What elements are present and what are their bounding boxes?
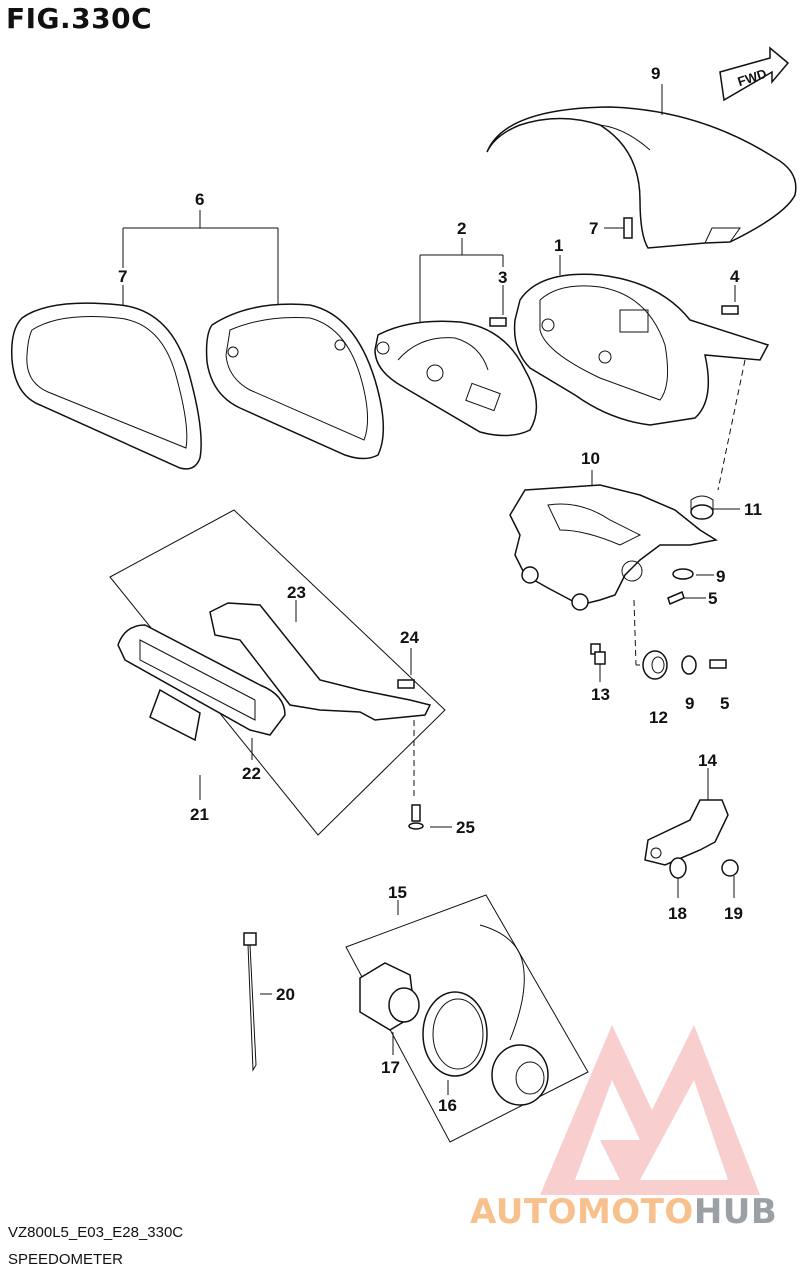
callout-16: 15 (388, 883, 407, 902)
callout-26: 25 (456, 818, 475, 837)
callout-2: 2 (457, 219, 466, 238)
callout-9-upper: 9 (716, 567, 725, 586)
callout-19: 18 (668, 904, 687, 923)
callout-5-upper: 5 (708, 589, 717, 608)
callout-15: 14 (698, 751, 717, 770)
callout-24: 23 (287, 583, 306, 602)
watermark-text-accent: AUTOMOTO (470, 1192, 694, 1232)
part-13-grommet (642, 650, 668, 680)
part-12-grommet (690, 495, 714, 520)
watermark-text-gray: HUB (693, 1192, 778, 1232)
part-1-housing (513, 273, 770, 426)
part-2-meter (374, 320, 538, 437)
callout-5-lower: 5 (720, 694, 729, 713)
part-7-lens (10, 302, 202, 470)
part-14-bolt (590, 643, 606, 665)
part-21-tie (243, 932, 257, 1072)
part-18-gear (359, 962, 420, 1031)
figure-title: FIG.330C (6, 2, 153, 35)
callout-7: 7 (118, 267, 127, 286)
part-26-screw (408, 804, 424, 830)
watermark-logo (540, 1025, 760, 1195)
callout-14: 13 (591, 685, 610, 704)
callout-labels: 9 7 6 7 2 3 1 4 10 11 9 5 13 12 9 5 14 1… (118, 64, 762, 1115)
part-8-screw (623, 217, 633, 239)
section-name: SPEEDOMETER (8, 1251, 124, 1268)
callout-13: 12 (649, 708, 668, 727)
callout-22: 21 (190, 805, 209, 824)
callout-3: 3 (498, 268, 507, 287)
callout-20: 19 (724, 904, 743, 923)
callout-12: 11 (744, 500, 762, 519)
part-6-case (205, 303, 385, 460)
part-11-bracket (509, 484, 719, 611)
part-17-seal (422, 991, 488, 1077)
part-9-washer-upper (672, 568, 694, 580)
part-20-clamp (721, 859, 739, 877)
fwd-arrow: FWD (719, 46, 790, 102)
part-23-display (117, 624, 286, 742)
part-16-sensor (479, 924, 549, 1106)
callout-21: 20 (276, 985, 295, 1004)
part-10-cover (486, 106, 797, 249)
callout-25: 24 (400, 628, 419, 647)
watermark-text: AUTOMOTOHUB (470, 1192, 777, 1232)
part-25-screw (397, 679, 415, 689)
part-3-screw (489, 317, 507, 327)
part-24-bracket (209, 602, 432, 721)
callout-11: 10 (581, 449, 600, 468)
figure-code: VZ800L5_E03_E28_330C (8, 1224, 184, 1241)
callout-10: 9 (651, 64, 660, 83)
callout-8: 7 (589, 219, 598, 238)
part-15-bracket (644, 799, 729, 866)
callout-1: 1 (554, 236, 563, 255)
callout-23: 22 (242, 764, 261, 783)
part-9-washer-lower (681, 655, 697, 675)
part-5-screw-lower (709, 659, 727, 669)
part-5-screw-upper (667, 590, 685, 606)
callout-6: 6 (195, 190, 204, 209)
callout-17: 16 (438, 1096, 457, 1115)
group-16-box (345, 894, 589, 1143)
part-4-screw (721, 305, 739, 315)
leader-lines (122, 84, 746, 1095)
group-22-box (109, 509, 446, 836)
callout-4: 4 (730, 267, 740, 286)
callout-18: 17 (381, 1058, 400, 1077)
part-19-washer (669, 857, 687, 879)
callout-9-lower: 9 (685, 694, 694, 713)
